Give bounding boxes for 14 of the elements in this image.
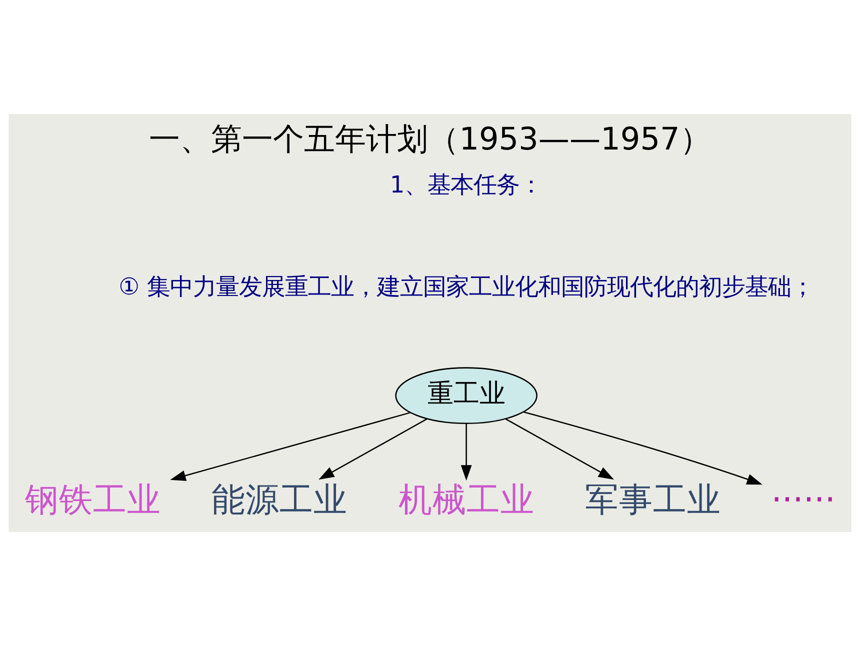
arrow: [523, 410, 762, 484]
node-text: ······: [771, 480, 836, 518]
label: ① 集中力量发展重工业，建立国家工业化和国防现代化的初步基础；: [118, 272, 814, 300]
node-text: 能源工业: [212, 480, 348, 518]
diagram-title: 一、第一个五年计划（1953——1957）: [149, 120, 711, 157]
label: 1、基本任务：: [390, 170, 543, 198]
node-text: 钢铁工业: [24, 480, 161, 518]
arrow: [460, 422, 472, 480]
arrow: [318, 418, 428, 480]
arrow: [170, 411, 411, 480]
node-ellipse: 重工业: [395, 366, 538, 424]
arrow: [505, 418, 614, 480]
node-text: 军事工业: [584, 480, 721, 518]
node-text: 机械工业: [398, 480, 534, 518]
